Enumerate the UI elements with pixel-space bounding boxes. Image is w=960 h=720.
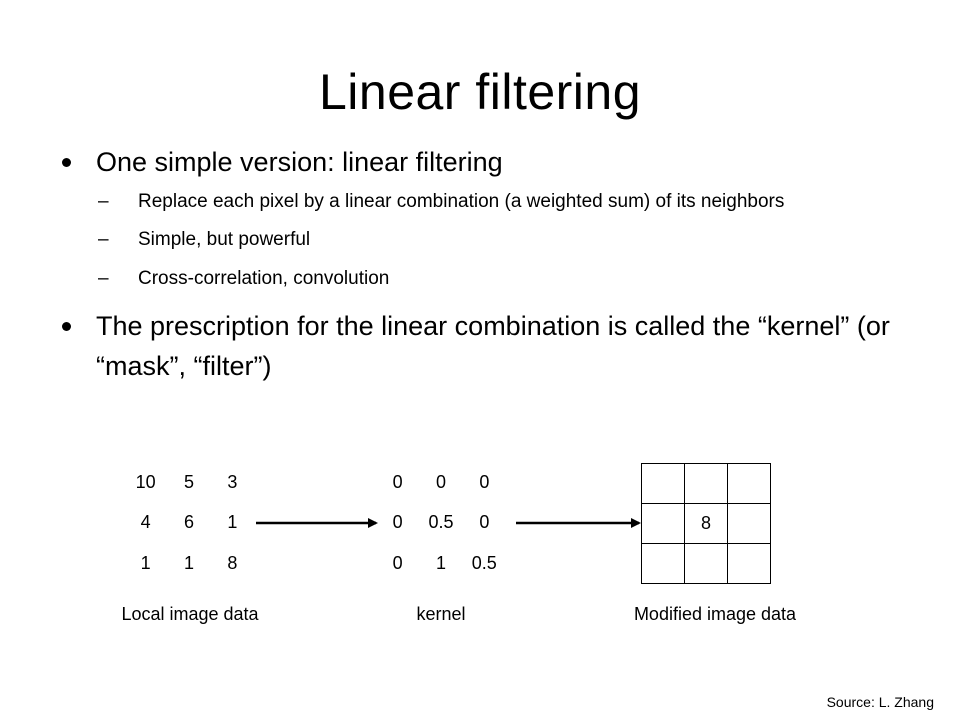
grid-cell xyxy=(728,504,771,544)
bullet-list: One simple version: linear filtering – R… xyxy=(62,144,922,386)
grid-cell: 1 xyxy=(227,512,238,533)
grid-cell: 0.5 xyxy=(428,512,454,533)
bullet-1: One simple version: linear filtering xyxy=(62,144,922,180)
dash-marker: – xyxy=(98,229,109,250)
source-credit: Source: L. Zhang xyxy=(826,694,934,710)
grid-cell: 0 xyxy=(479,471,490,492)
grid-cell xyxy=(728,544,771,584)
grid-cell: 4 xyxy=(140,512,151,533)
grid-cell: 8 xyxy=(227,553,238,574)
sub-bullet-1-text: Replace each pixel by a linear combinati… xyxy=(138,191,785,212)
slide-title: Linear filtering xyxy=(318,64,642,120)
grid-cell: 0 xyxy=(392,512,403,533)
modified-image-grid: 8 xyxy=(641,463,771,584)
grid-cell xyxy=(685,464,728,504)
grid-cell: 10 xyxy=(135,471,156,492)
bullet-2: The prescription for the linear combinat… xyxy=(62,306,922,386)
grid-cell: 6 xyxy=(183,512,194,533)
grid-cell: 0 xyxy=(392,553,403,574)
grid-cell: 3 xyxy=(227,471,238,492)
grid-cell xyxy=(642,504,685,544)
grid-cell: 0 xyxy=(392,471,403,492)
grid-cell xyxy=(642,544,685,584)
bullet-1-text: One simple version: linear filtering xyxy=(96,147,503,177)
bullet-dot-icon xyxy=(62,158,71,167)
sub-bullet-1: – Replace each pixel by a linear combina… xyxy=(62,188,922,215)
grid-cell xyxy=(642,464,685,504)
grid-cell: 8 xyxy=(685,504,728,544)
dash-marker: – xyxy=(98,191,109,212)
sub-bullet-2-text: Simple, but powerful xyxy=(138,229,311,250)
grid-cell: 0.5 xyxy=(471,553,497,574)
grid-cell: 1 xyxy=(140,553,151,574)
bullet-2-text: The prescription for the linear combinat… xyxy=(96,311,890,381)
kernel-grid: 0 0 0 0 0.5 0 0 1 0.5 xyxy=(376,462,506,584)
sub-bullet-3: – Cross-correlation, convolution xyxy=(62,265,922,292)
sub-bullet-3-text: Cross-correlation, convolution xyxy=(138,268,390,289)
grid-cell: 5 xyxy=(183,471,194,492)
dash-marker: – xyxy=(98,268,109,289)
grid-cell: 0 xyxy=(435,471,446,492)
grid-cell: 1 xyxy=(435,553,446,574)
modified-image-caption: Modified image data xyxy=(633,604,797,624)
grid-cell: 0 xyxy=(479,512,490,533)
sub-bullet-2: – Simple, but powerful xyxy=(62,226,922,253)
grid-cell xyxy=(728,464,771,504)
grid-cell: 1 xyxy=(183,553,194,574)
grid-cell xyxy=(685,544,728,584)
kernel-caption: kernel xyxy=(416,604,466,624)
bullet-dot-icon xyxy=(62,322,71,331)
local-image-caption: Local image data xyxy=(121,604,259,624)
local-image-grid: 10 5 3 4 6 1 1 1 8 xyxy=(124,462,254,584)
